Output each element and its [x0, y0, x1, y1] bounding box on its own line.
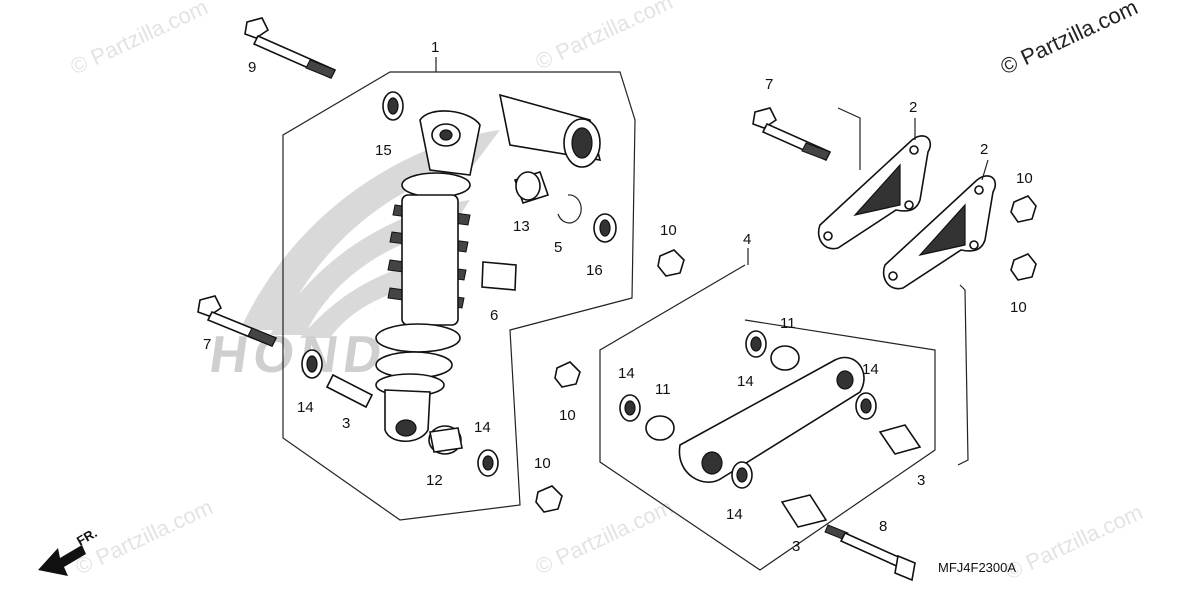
- bearing-12[interactable]: [428, 425, 463, 455]
- shock-absorber[interactable]: [375, 93, 602, 443]
- callout-13[interactable]: 13: [513, 218, 530, 235]
- callout-14[interactable]: 14: [862, 361, 879, 378]
- oil-seal-16[interactable]: [593, 213, 617, 243]
- callout-12[interactable]: 12: [426, 472, 443, 489]
- callout-2[interactable]: 2: [980, 141, 988, 158]
- callout-10[interactable]: 10: [1016, 170, 1033, 187]
- plates-bracket-line: [837, 107, 969, 466]
- callout-10[interactable]: 10: [1010, 299, 1027, 316]
- nut-10-a[interactable]: [657, 249, 685, 277]
- callout-7[interactable]: 7: [765, 76, 773, 93]
- collar-3-link-bottom[interactable]: [780, 494, 828, 528]
- oil-seal-14-link-2[interactable]: [619, 394, 641, 422]
- callout-11[interactable]: 11: [655, 381, 671, 398]
- callout-1[interactable]: 1: [431, 39, 439, 56]
- callout-14[interactable]: 14: [737, 373, 754, 390]
- watermark-text: © Partzilla.com: [1002, 499, 1147, 584]
- callout-4[interactable]: 4: [743, 231, 751, 248]
- diagram-code: MFJ4F2300A: [938, 560, 1016, 575]
- bearing-11-link-2[interactable]: [645, 415, 675, 441]
- bearing-11-link-1[interactable]: [770, 345, 800, 371]
- watermarks: © Partzilla.com © Partzilla.com © Partzi…: [67, 0, 1147, 585]
- shock-link-4[interactable]: [678, 356, 865, 483]
- callout-14[interactable]: 14: [618, 365, 635, 382]
- callout-3[interactable]: 3: [792, 538, 800, 555]
- nut-10-e[interactable]: [554, 361, 581, 388]
- oil-seal-14-link-4[interactable]: [731, 461, 753, 489]
- callout-10[interactable]: 10: [534, 455, 551, 472]
- nut-10-d[interactable]: [1010, 253, 1037, 281]
- leader-lines: [435, 57, 989, 265]
- oil-seal-14-lower[interactable]: [477, 449, 499, 477]
- callout-3[interactable]: 3: [342, 415, 350, 432]
- callout-16[interactable]: 16: [586, 262, 603, 279]
- callout-numbers: 9 1 15 13 5 16 6 7 14 3 12 14 10 10 7 2 …: [203, 39, 1033, 555]
- plate-2-rear[interactable]: [882, 175, 997, 290]
- bolt-7-left[interactable]: [197, 295, 278, 348]
- oil-seal-14-link-1[interactable]: [745, 330, 767, 358]
- oil-seal-14-left[interactable]: [301, 349, 323, 379]
- bolt-8[interactable]: [824, 524, 916, 582]
- callout-14[interactable]: 14: [726, 506, 743, 523]
- callout-11[interactable]: 11: [780, 315, 796, 332]
- watermark-text: © Partzilla.com: [532, 0, 677, 75]
- callout-5[interactable]: 5: [554, 239, 562, 256]
- callout-14[interactable]: 14: [297, 399, 314, 416]
- watermark-text: © Partzilla.com: [67, 0, 212, 80]
- nut-10-b[interactable]: [535, 485, 563, 513]
- callout-6[interactable]: 6: [490, 307, 498, 324]
- bushing-13[interactable]: [513, 171, 550, 204]
- link-assembly-frame: [599, 264, 936, 571]
- callout-2[interactable]: 2: [909, 99, 917, 116]
- copyright-notice: © Partzilla.com: [997, 0, 1142, 80]
- callout-9[interactable]: 9: [248, 59, 256, 76]
- callout-10[interactable]: 10: [660, 222, 677, 239]
- oil-seal-14-link-3[interactable]: [855, 392, 877, 420]
- callout-10[interactable]: 10: [559, 407, 576, 424]
- collar-3-left[interactable]: [325, 373, 374, 409]
- plate-2-front[interactable]: [817, 135, 932, 250]
- callout-15[interactable]: 15: [375, 142, 392, 159]
- label-6[interactable]: [481, 261, 517, 291]
- bolt-7-right[interactable]: [752, 107, 832, 162]
- collar-3-link-right[interactable]: [878, 424, 922, 455]
- callout-3[interactable]: 3: [917, 472, 925, 489]
- nut-10-c[interactable]: [1010, 195, 1037, 223]
- circlip-5[interactable]: [557, 194, 582, 224]
- oil-seal-15[interactable]: [382, 91, 404, 121]
- callout-7[interactable]: 7: [203, 336, 211, 353]
- shock-assembly-frame: [282, 71, 636, 521]
- callout-14[interactable]: 14: [474, 419, 491, 436]
- callout-8[interactable]: 8: [879, 518, 887, 535]
- bolt-9[interactable]: [244, 17, 337, 80]
